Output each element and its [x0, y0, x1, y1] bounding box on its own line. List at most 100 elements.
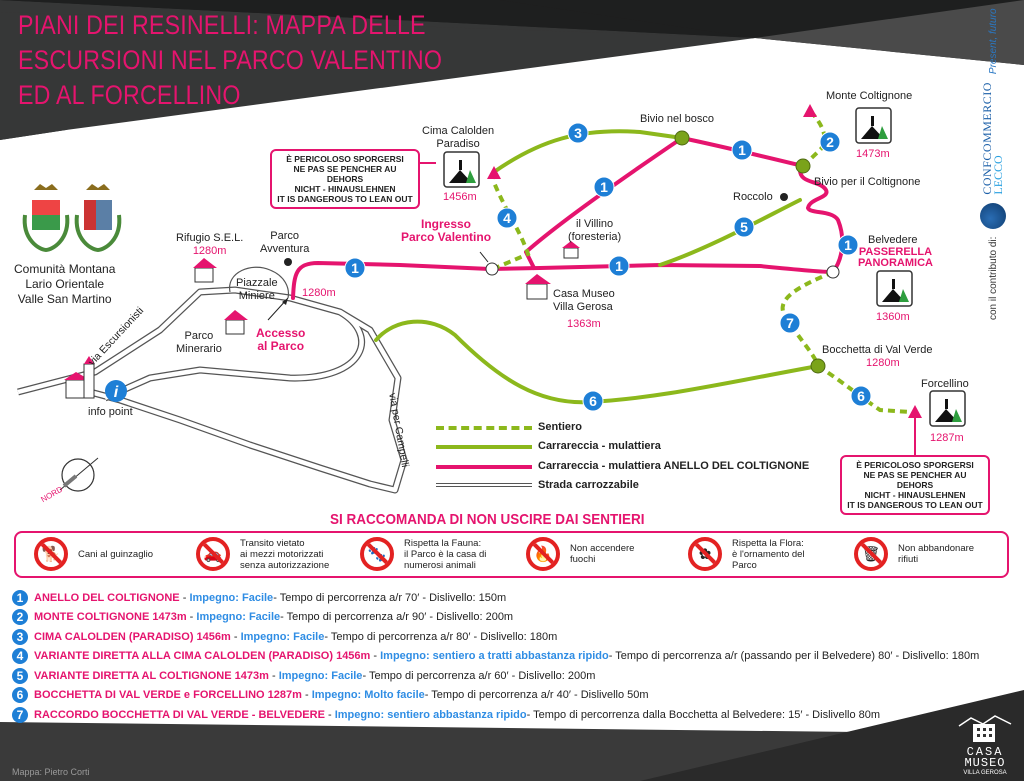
dog-leash-icon: 🐕 — [34, 537, 68, 571]
route-badge-7: 7 — [779, 312, 801, 334]
route-badge-3: 3 — [567, 122, 589, 144]
svg-text:1: 1 — [844, 237, 852, 253]
svg-text:5: 5 — [740, 219, 748, 235]
route-badge-6: 6 — [582, 390, 604, 412]
north-compass-icon — [59, 457, 99, 492]
route-number-badge: 5 — [12, 667, 28, 684]
house-icon — [224, 310, 248, 335]
info-point-label: info point — [88, 406, 133, 418]
route-number-badge: 3 — [12, 628, 28, 645]
route-badge-6: 6 — [850, 385, 872, 407]
casa-museo-logo: CASA MUSEO VILLA GEROSA — [955, 712, 1015, 778]
route-badge-4: 4 — [496, 207, 518, 229]
route-6-sentiero — [816, 364, 911, 414]
sponsor-label: con il contributo di: — [987, 236, 999, 320]
route-5-line — [658, 198, 802, 267]
route-badge-1: 1 — [837, 234, 859, 256]
legend-item-carrareccia: Carrareccia - mulattiera — [436, 437, 809, 457]
svg-text:i: i — [114, 384, 119, 401]
svg-text:6: 6 — [857, 388, 865, 404]
svg-text:1: 1 — [600, 179, 608, 195]
summit-coltignone-marker — [803, 104, 817, 117]
rule-item: 🔥Non accendere fuochi — [526, 537, 634, 571]
coat-of-arms-icon — [74, 184, 122, 253]
legend-item-sentiero: Sentiero — [436, 417, 809, 437]
footer-band-dark — [640, 690, 1024, 781]
monte-coltignone-elevation: 1473m — [856, 148, 890, 160]
rule-item: 🐕Cani al guinzaglio — [34, 537, 153, 571]
rule-item: 🐾Rispetta la Fauna: il Parco è la casa d… — [360, 537, 486, 571]
route-number-badge: 7 — [12, 706, 28, 723]
route-number-badge: 6 — [12, 687, 28, 704]
title-line-3: ED AL FORCELLINO — [18, 80, 241, 110]
legend-swatch-solid-green — [436, 445, 532, 450]
map-credit: Mappa: Pietro Corti — [12, 767, 90, 777]
house-icon — [193, 258, 217, 283]
house-icon — [525, 274, 551, 300]
page-title: PIANI DEI RESINELLI: MAPPA DELLE ESCURSI… — [18, 8, 500, 113]
legend-item-strada: Strada carrozzabile — [436, 476, 809, 496]
summit-forcellino-marker — [908, 405, 922, 418]
confcommercio-logo-icon — [980, 202, 1006, 229]
animal-tracks-icon: 🐾 — [360, 537, 394, 571]
no-littering-icon: 🗑 — [854, 537, 888, 571]
rule-item: 🚗Transito vietato ai mezzi motorizzati s… — [196, 537, 329, 571]
banner-light-segment — [755, 0, 1024, 65]
piazzale-road — [229, 266, 290, 299]
viewpoint-icon — [929, 390, 966, 427]
junction-belvedere — [826, 265, 840, 279]
cima-calolden-elevation: 1456m — [443, 191, 477, 203]
svg-text:7: 7 — [786, 315, 794, 331]
place-monte-coltignone: Monte Coltignone — [826, 90, 913, 102]
church-icon — [64, 356, 95, 399]
house-icon — [562, 241, 580, 259]
svg-text:3: 3 — [574, 125, 582, 141]
parco-avventura-dot — [284, 258, 292, 266]
no-fire-icon: 🔥 — [526, 537, 560, 571]
legend-swatch-solid-pink — [436, 464, 532, 469]
bocchetta-elevation: 1280m — [866, 357, 900, 369]
legend-item-anello: Carrareccia - mulattiera ANELLO DEL COLT… — [436, 456, 809, 476]
place-bocchetta-val-verde: Bocchetta di Val Verde — [822, 344, 933, 356]
map-legend: Sentiero Carrareccia - mulattiera Carrar… — [436, 417, 809, 495]
forcellino-elevation: 1287m — [930, 432, 964, 444]
route-3-line — [492, 129, 684, 174]
no-flower-picking-icon: ✿ — [688, 537, 722, 571]
danger-notice-calolden: È PERICOLOSO SPORGERSI NE PAS SE PENCHER… — [270, 149, 420, 209]
roccolo-dot — [780, 193, 788, 201]
svg-text:4: 4 — [503, 210, 511, 226]
route-badge-1: 1 — [344, 257, 366, 279]
legend-swatch-dashed-green — [436, 425, 532, 430]
viewpoint-icon — [443, 151, 480, 188]
viewpoint-icon — [855, 107, 892, 144]
rules-box: 🐕Cani al guinzaglio 🚗Transito vietato ai… — [14, 531, 1009, 578]
place-belvedere: Belvedere — [868, 234, 918, 246]
summit-calolden-marker — [487, 166, 501, 179]
community-label: Comunità Montana Lario Orientale Valle S… — [14, 262, 116, 306]
accesso-elevation: 1280m — [302, 287, 336, 299]
route-number-badge: 2 — [12, 609, 28, 626]
svg-text:6: 6 — [589, 393, 597, 409]
sponsor-block: con il contributo di: CONFCOMMERCIO LECC… — [980, 8, 1006, 320]
place-rifugio: Rifugio S.E.L.1280m — [176, 232, 244, 257]
route-badge-1: 1 — [608, 255, 630, 277]
route-badge-1: 1 — [731, 139, 753, 161]
route-green-trails — [374, 129, 820, 405]
junction-ingresso — [485, 262, 499, 276]
junction-bivio-bosco — [674, 130, 690, 146]
svg-text:1: 1 — [738, 142, 746, 158]
junction-bivio-coltignone — [795, 158, 811, 174]
